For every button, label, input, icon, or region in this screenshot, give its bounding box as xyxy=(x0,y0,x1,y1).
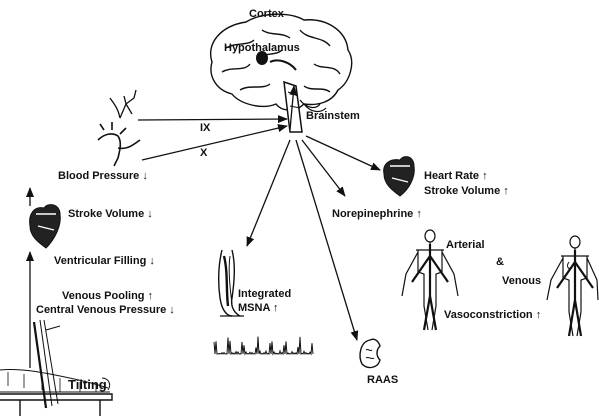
brainstem-shape xyxy=(283,80,303,133)
venous-figure xyxy=(546,235,599,337)
aortic-arch-icon xyxy=(97,122,141,167)
label-norepinephrine: Norepinephrine ↑ xyxy=(332,208,422,220)
label-heart-rate: Heart Rate ↑ xyxy=(424,170,488,182)
label-msna-line1: Integrated xyxy=(238,288,292,300)
label-central-venous-pressure: Central Venous Pressure ↓ xyxy=(36,304,175,316)
label-ampersand: & xyxy=(496,256,504,268)
label-stroke-volume-down: Stroke Volume ↓ xyxy=(68,208,153,220)
label-raas: RAAS xyxy=(367,374,399,386)
arrow-x-to-brainstem xyxy=(141,124,288,161)
label-stroke-volume-up: Stroke Volume ↑ xyxy=(424,185,509,197)
label-brainstem: Brainstem xyxy=(306,110,360,122)
arrow-to-raas xyxy=(295,139,359,341)
label-msna-line2: MSNA ↑ xyxy=(238,302,279,314)
label-nerve-x: X xyxy=(200,147,208,159)
leg-vessel-illustration xyxy=(217,249,244,317)
arrow-to-heart-rate xyxy=(305,135,381,171)
label-blood-pressure: Blood Pressure ↓ xyxy=(58,170,148,182)
label-nerve-ix: IX xyxy=(200,122,211,134)
heart-icon-right xyxy=(383,156,415,197)
tilt-table-illustration xyxy=(0,319,113,416)
label-hypothalamus: Hypothalamus xyxy=(224,42,300,54)
brain-illustration xyxy=(210,13,353,113)
arrow-ix-to-brainstem xyxy=(137,115,288,124)
kidney-icon xyxy=(359,338,381,369)
msna-trace xyxy=(213,336,314,356)
arrow-brainstem-to-hypothalamus xyxy=(289,85,298,131)
hypothalamus-marker xyxy=(256,51,297,71)
carotid-sinus-icon xyxy=(109,89,137,119)
label-ventricular-filling: Ventricular Filling ↓ xyxy=(54,255,155,267)
label-tilting: Tilting xyxy=(68,377,107,392)
label-venous-pooling: Venous Pooling ↑ xyxy=(62,290,154,302)
label-venous: Venous xyxy=(502,275,542,287)
arterial-figure xyxy=(401,229,459,331)
label-vasoconstriction: Vasoconstriction ↑ xyxy=(444,309,542,321)
arrow-to-msna xyxy=(246,139,291,247)
connector-arrows xyxy=(26,85,381,368)
arrow-to-norepinephrine xyxy=(301,139,346,197)
label-arterial: Arterial xyxy=(446,239,485,251)
label-cortex: Cortex xyxy=(249,8,284,20)
heart-icon-left xyxy=(29,204,61,249)
